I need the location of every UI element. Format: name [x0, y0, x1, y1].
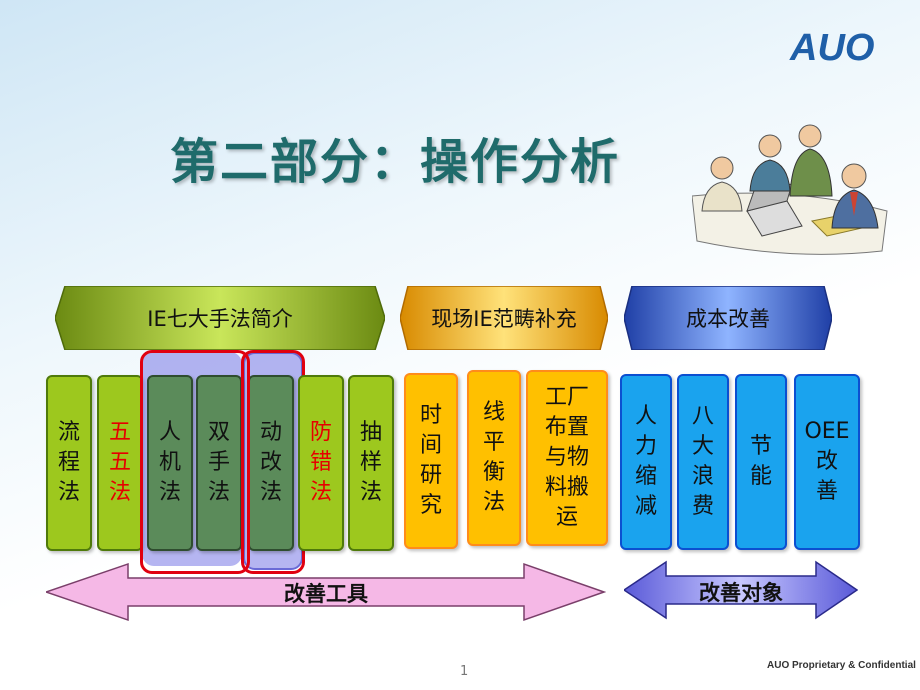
method-char: 抽 — [359, 420, 382, 445]
method-line: 工厂 — [544, 385, 589, 410]
method-char: 动 — [259, 420, 282, 445]
banner-field-label: 现场IE范畴补充 — [431, 307, 577, 331]
cost-eight-wastes: 八 大 浪 费 — [677, 374, 729, 550]
method-char: 节 — [749, 434, 772, 459]
method-char: 防 — [309, 420, 332, 445]
method-line: OEE — [804, 419, 850, 444]
method-char: 究 — [419, 493, 442, 518]
method-char: 人 — [634, 404, 657, 429]
method-char: 浪 — [691, 464, 714, 489]
method-char: 线 — [482, 400, 505, 425]
method-sampling: 抽 样 法 — [348, 375, 394, 551]
red-highlight-frame — [140, 350, 250, 574]
method-char: 间 — [419, 433, 442, 458]
method-char: 手 — [207, 450, 230, 475]
page-title: 第二部分：操作分析 — [170, 134, 621, 190]
banner-cost-label: 成本改善 — [686, 307, 770, 331]
method-char: 力 — [634, 434, 657, 459]
method-line: 与物 — [544, 445, 589, 470]
method-char: 大 — [691, 434, 714, 459]
method-char: 错 — [309, 450, 332, 475]
method-char: 法 — [158, 480, 181, 505]
arrow-improvement-targets: 改善对象 — [624, 560, 858, 620]
method-char: 法 — [309, 480, 332, 505]
method-char: 程 — [57, 450, 80, 475]
method-char: 样 — [359, 450, 382, 475]
confidential-notice: AUO Proprietary & Confidential — [767, 660, 916, 671]
arrow-tools-label: 改善工具 — [284, 582, 368, 606]
method-char: 流 — [57, 420, 80, 445]
method-error-proofing: 防 错 法 — [298, 375, 344, 551]
method-char: 能 — [749, 464, 772, 489]
method-line: 布置 — [544, 415, 589, 440]
method-char: 人 — [158, 420, 181, 445]
method-char: 双 — [207, 420, 230, 445]
red-highlight-frame — [241, 350, 305, 574]
field-plant-layout: 工厂 布置 与物 料搬 运 — [526, 370, 608, 546]
method-two-hands: 双 手 法 — [196, 375, 242, 551]
method-char: 法 — [482, 490, 505, 515]
page-number: 1 — [460, 664, 469, 679]
method-char: 改 — [259, 450, 282, 475]
method-man-machine: 人 机 法 — [147, 375, 193, 551]
method-char: 八 — [691, 404, 714, 429]
method-line: 料搬 — [544, 475, 589, 500]
banner-cost: 成本改善 — [624, 286, 832, 350]
banner-ie7-label: IE七大手法简介 — [147, 307, 293, 331]
field-line-balancing: 线 平 衡 法 — [467, 370, 521, 546]
method-char: 研 — [419, 463, 442, 488]
method-line: 运 — [555, 505, 578, 530]
method-char: 平 — [482, 430, 505, 455]
banner-field: 现场IE范畴补充 — [400, 286, 608, 350]
method-char: 五 — [108, 450, 131, 475]
method-char: 衡 — [482, 460, 505, 485]
logo-text: AUO — [789, 28, 874, 64]
arrow-targets-label: 改善对象 — [699, 581, 783, 605]
method-char: 机 — [158, 450, 181, 475]
method-char: 减 — [634, 494, 657, 519]
auo-logo: AUO — [788, 27, 898, 69]
field-time-study: 时 间 研 究 — [404, 373, 458, 549]
method-char: 缩 — [634, 464, 657, 489]
method-char: 法 — [207, 480, 230, 505]
cost-manpower-reduction: 人 力 缩 减 — [620, 374, 672, 550]
method-flow-process: 流 程 法 — [46, 375, 92, 551]
method-char: 法 — [359, 480, 382, 505]
cost-energy-saving: 节 能 — [735, 374, 787, 550]
method-5w5h: 五 五 法 — [97, 375, 143, 551]
method-char: 法 — [108, 480, 131, 505]
method-char: 改 — [815, 449, 838, 474]
method-char: 费 — [691, 494, 714, 519]
method-motion-improvement: 动 改 法 — [248, 375, 294, 551]
business-meeting-illustration — [691, 116, 892, 261]
cost-oee-improvement: OEE 改 善 — [794, 374, 860, 550]
method-char: 时 — [419, 403, 442, 428]
arrow-improvement-tools: 改善工具 — [46, 562, 606, 622]
method-char: 法 — [57, 480, 80, 505]
banner-ie7: IE七大手法简介 — [55, 286, 385, 350]
method-char: 善 — [815, 479, 838, 504]
method-char: 五 — [108, 420, 131, 445]
method-char: 法 — [259, 480, 282, 505]
